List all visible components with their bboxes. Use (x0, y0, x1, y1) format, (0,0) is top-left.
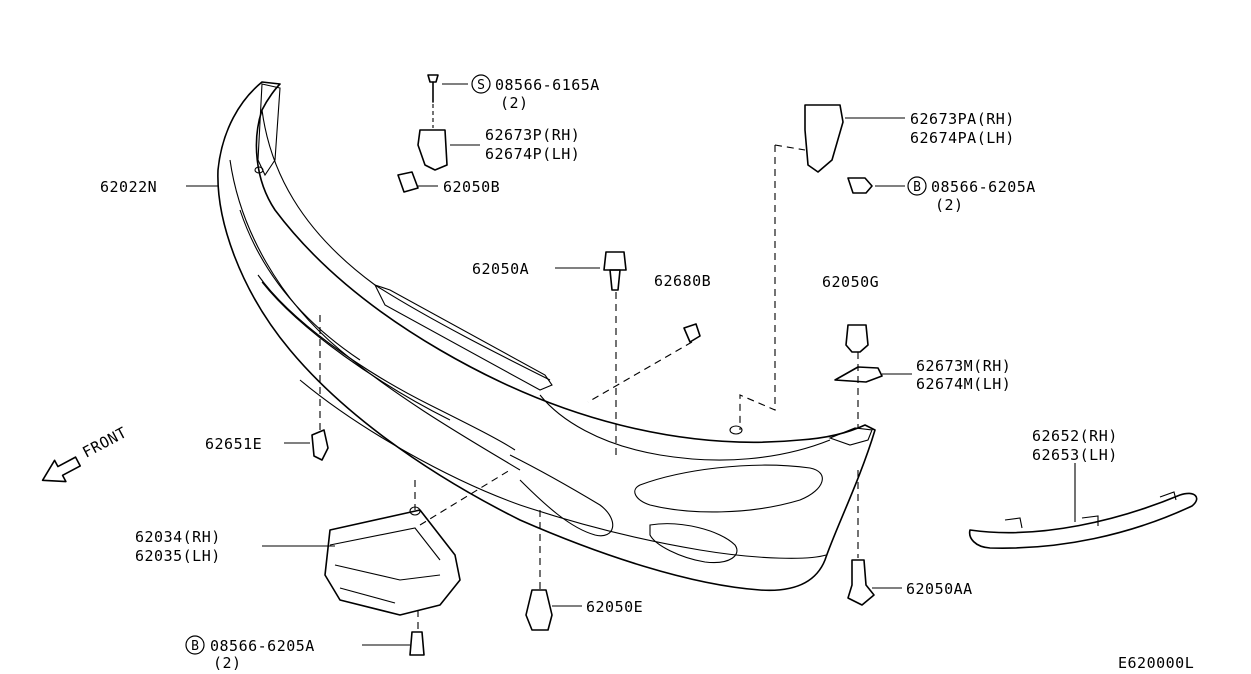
clip-62050e (525, 589, 553, 631)
bracket-62673pa (804, 104, 905, 194)
b-symbol-bottom (185, 635, 205, 655)
clip-62050aa (847, 559, 875, 606)
clip-62050a (555, 251, 627, 291)
label-molding-rh: 62652(RH) (1032, 427, 1118, 445)
b-symbol-right (907, 176, 927, 196)
s-symbol-text: S (477, 78, 485, 93)
label-clip-b: 62050B (443, 178, 500, 196)
assembly-lines (319, 144, 859, 632)
label-clip-e: 62050E (586, 598, 643, 616)
label-front: FRONT (79, 423, 130, 461)
fog-lamp-62034 (262, 506, 461, 616)
label-bolt-right-qty: (2) (935, 196, 964, 214)
molding-62652 (968, 463, 1198, 549)
bracket-62673m (834, 366, 883, 383)
label-bracket-side-rh: 62673PA(RH) (910, 110, 1015, 128)
label-lamp-rh: 62034(RH) (135, 528, 221, 546)
label-bracket-center-rh: 62673P(RH) (485, 126, 580, 144)
label-clip-a: 62050A (472, 260, 529, 278)
label-molding-lh: 62653(LH) (1032, 446, 1118, 464)
label-bolt-right: 08566-6205A (931, 178, 1036, 196)
front-arrow-icon (41, 456, 82, 483)
bracket-62673p (397, 74, 480, 193)
label-screw-top: 08566-6165A (495, 76, 600, 94)
bumper-fascia (217, 81, 876, 592)
label-bolt-bottom-qty: (2) (213, 654, 242, 672)
b-symbol-text-right: B (913, 180, 921, 195)
clip-62651e (311, 429, 329, 461)
label-bolt-bottom: 08566-6205A (210, 637, 315, 655)
label-bracket-center-lh: 62674P(LH) (485, 145, 580, 163)
label-bracket-m-lh: 62674M(LH) (916, 375, 1011, 393)
label-bumper: 62022N (100, 178, 157, 196)
s-symbol-top (471, 74, 491, 94)
clip-62050g (845, 324, 869, 353)
label-bracket-side-lh: 62674PA(LH) (910, 129, 1015, 147)
b-symbol-text-bottom: B (191, 639, 199, 654)
label-clip-aa: 62050AA (906, 580, 973, 598)
label-clip-g: 62050G (822, 273, 879, 291)
label-screw-top-qty: (2) (500, 94, 529, 112)
label-nut-b: 62680B (654, 272, 711, 290)
label-bracket-m-rh: 62673M(RH) (916, 357, 1011, 375)
nut-62680b (683, 323, 701, 343)
label-clip-e-left: 62651E (205, 435, 262, 453)
label-lamp-lh: 62035(LH) (135, 547, 221, 565)
bolt-08566-bottom (409, 631, 425, 656)
label-diagram-code: E620000L (1118, 654, 1194, 672)
